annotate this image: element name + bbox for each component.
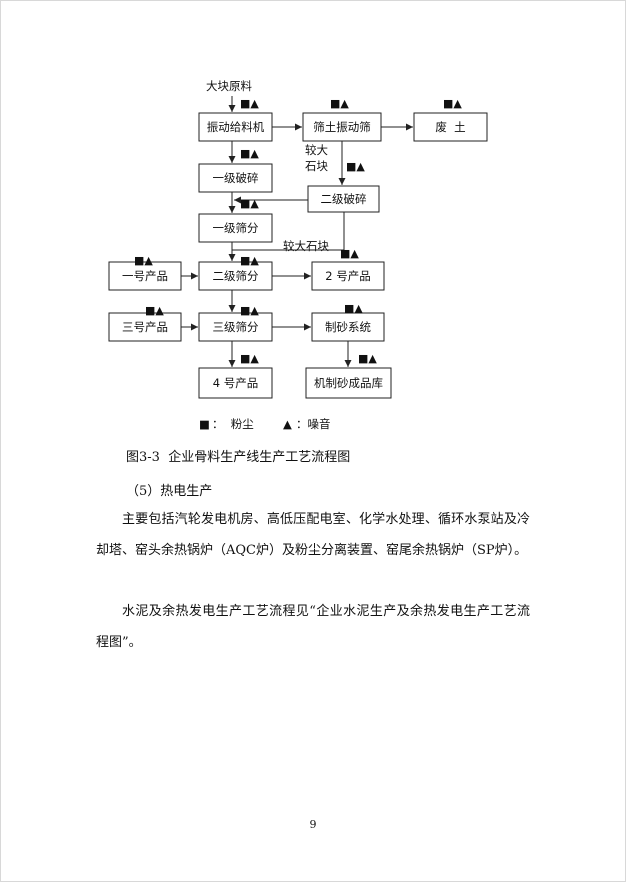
node-product-3: 三号产品 xyxy=(108,312,182,342)
node-secondary-screen: 二级筛分 xyxy=(198,261,273,291)
node-screen-soil-label: 筛土振动筛 xyxy=(313,120,371,134)
node-feeder-label: 振动给料机 xyxy=(207,120,265,134)
page-number: 9 xyxy=(309,818,317,831)
paragraph-process-reference: 水泥及余热发电生产工艺流程见“企业水泥生产及余热发电生产工艺流程图”。 xyxy=(96,604,530,650)
legend-dust-symbol: ■ xyxy=(199,417,210,431)
node-secondary-crush-label: 二级破碎 xyxy=(321,192,367,206)
marker-product-3: ■▲ xyxy=(145,304,164,317)
node-sand-storage: 机制砂成品库 xyxy=(305,367,392,399)
node-product-1-label: 一号产品 xyxy=(122,269,168,283)
paragraph-cogeneration-facilities: 主要包括汽轮发电机房、高低压配电室、化学水处理、循环水泵站及冷却塔、窑头余热锅炉… xyxy=(96,512,530,558)
node-sand-system: 制砂系统 xyxy=(311,312,385,342)
node-tertiary-screen-label: 三级筛分 xyxy=(213,320,259,334)
edge-label-large-stone-2: 较大石块 xyxy=(283,239,329,253)
legend-noise-symbol: ▲ xyxy=(283,417,292,431)
edge-label-large-stone-line2: 石块 xyxy=(305,159,328,173)
figure-caption: 图3-3 企业骨料生产线生产工艺流程图 xyxy=(126,450,351,465)
node-primary-crush: 一级破碎 xyxy=(198,163,273,193)
legend-dust-text: ： 粉尘 xyxy=(212,417,254,431)
marker-primary-screen: ■▲ xyxy=(240,197,259,210)
section-heading: （5）热电生产 xyxy=(126,484,213,499)
node-product-1: 一号产品 xyxy=(108,261,182,291)
edge-label-large-stone-line1: 较大 xyxy=(305,143,328,157)
node-waste-soil-label: 废 土 xyxy=(435,120,465,134)
node-feeder: 振动给料机 xyxy=(198,112,273,142)
marker-tertiary-screen: ■▲ xyxy=(240,304,259,317)
marker-screen-soil: ■▲ xyxy=(330,97,349,110)
marker-secondary-screen: ■▲ xyxy=(240,254,259,267)
node-primary-crush-label: 一级破碎 xyxy=(213,171,259,185)
node-secondary-crush: 二级破碎 xyxy=(307,185,380,213)
marker-secondary-crush: ■▲ xyxy=(346,160,365,173)
node-product-2: 2 号产品 xyxy=(311,261,385,291)
marker-sand-storage: ■▲ xyxy=(358,352,377,365)
node-primary-screen: 一级筛分 xyxy=(198,213,273,243)
marker-waste: ■▲ xyxy=(443,97,462,110)
node-screen-soil: 筛土振动筛 xyxy=(302,112,382,142)
node-product-4: 4 号产品 xyxy=(198,367,273,399)
node-waste-soil: 废 土 xyxy=(413,112,488,142)
node-sand-system-label: 制砂系统 xyxy=(325,320,371,334)
node-sand-storage-label: 机制砂成品库 xyxy=(314,376,383,390)
marker-product-2: ■▲ xyxy=(340,247,359,260)
marker-sand-system: ■▲ xyxy=(344,302,363,315)
node-secondary-screen-label: 二级筛分 xyxy=(213,269,259,283)
marker-feeder: ■▲ xyxy=(240,97,259,110)
legend-noise-text: ：噪音 xyxy=(296,417,331,431)
node-product-4-label: 4 号产品 xyxy=(213,376,258,390)
marker-product-1: ■▲ xyxy=(134,254,153,267)
node-primary-screen-label: 一级筛分 xyxy=(213,221,259,235)
marker-primary-crush: ■▲ xyxy=(240,147,259,160)
marker-product-4: ■▲ xyxy=(240,352,259,365)
aggregate-process-flowchart: 大块原料 振动给料机 筛土振动筛 废 土 一级破碎 二级破碎 一级筛分 一号产品… xyxy=(108,79,488,431)
node-product-2-label: 2 号产品 xyxy=(325,269,370,283)
input-label: 大块原料 xyxy=(206,79,252,93)
node-product-3-label: 三号产品 xyxy=(122,320,168,334)
node-tertiary-screen: 三级筛分 xyxy=(198,312,273,342)
